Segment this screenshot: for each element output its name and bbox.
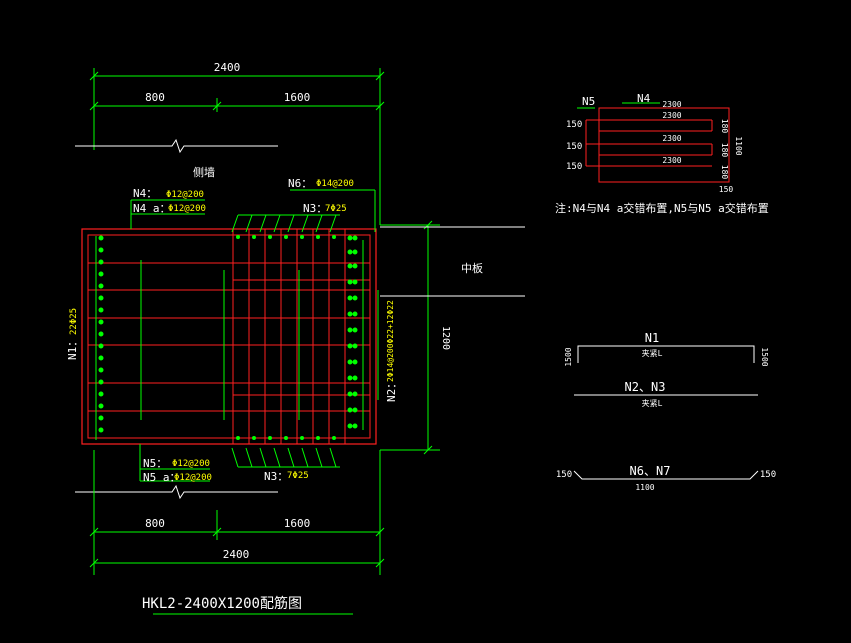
n67-shape-len: 1100 — [635, 483, 654, 492]
n1-shape-label: N1 — [645, 331, 659, 345]
detail-left3: 150 — [566, 162, 582, 172]
n5a-spec: Φ12@200 — [174, 473, 212, 483]
drawing-title: HKL2-2400X1200配筋图 — [142, 595, 302, 612]
detail-right2: 180 — [720, 143, 729, 158]
top-dimensions: 2400 800 1600 — [89, 61, 385, 225]
detail-n5-label: N5 — [582, 95, 595, 108]
n4-spec: Φ12@200 — [166, 190, 204, 200]
dim-top-right: 1600 — [284, 91, 311, 104]
n1-shape-right: 1500 — [760, 347, 769, 366]
detail-right1: 180 — [720, 119, 729, 134]
n67-shape-label: N6、N7 — [630, 464, 671, 478]
n3-bot-label: N3： — [264, 470, 288, 483]
dim-height: 1200 — [440, 326, 451, 350]
detail-left2: 150 — [566, 142, 582, 152]
n5a-label: N5 a： — [143, 471, 181, 484]
detail-len4: 2300 — [662, 156, 681, 165]
n23-shape-sub: 夹紧L — [642, 398, 663, 408]
n67-bar-shape — [573, 470, 759, 480]
n1-bar-shape — [577, 345, 755, 363]
dim-bot-left: 800 — [145, 517, 165, 530]
break-line-top — [75, 138, 278, 154]
n67-shape-left: 150 — [556, 470, 572, 480]
detail-right3: 180 — [720, 165, 729, 180]
n4a-label: N4 a： — [133, 202, 171, 215]
detail-len3: 2300 — [662, 134, 681, 143]
section-outline — [81, 228, 377, 445]
detail-len1: 2300 — [662, 100, 681, 109]
side-wall-label: 侧墙 — [193, 165, 215, 179]
horizontal-rebars — [88, 262, 370, 412]
dim-top-total: 2400 — [214, 61, 241, 74]
n3-bot-spec: 7Φ25 — [287, 471, 309, 481]
n4a-spec: Φ12@200 — [168, 204, 206, 214]
n3-top-spec: 7Φ25 — [325, 204, 347, 214]
top-bottom-rebar-dots — [236, 235, 336, 440]
vertical-rebars — [232, 229, 370, 444]
dim-top-left: 800 — [145, 91, 165, 104]
detail-len2: 2300 — [662, 111, 681, 120]
top-leaders — [130, 189, 376, 233]
detail-bottom: 150 — [719, 185, 734, 194]
section-stirrup — [87, 234, 371, 439]
n23-shape-label: N2、N3 — [625, 380, 666, 394]
n6-label: N6： — [288, 177, 312, 190]
n5-spec: Φ12@200 — [172, 459, 210, 469]
detail-height: 1100 — [734, 136, 743, 155]
bottom-leaders — [139, 444, 340, 482]
bottom-dimensions: 800 1600 2400 — [89, 450, 385, 575]
mid-slab-label: 中板 — [461, 261, 483, 275]
dim-bot-right: 1600 — [284, 517, 311, 530]
n1-shape-left: 1500 — [564, 347, 573, 366]
n2-spec: 2Φ14@200Φ22+12Φ22 — [386, 300, 395, 382]
detail-left1: 150 — [566, 120, 582, 130]
detail-note: 注:N4与N4 a交错布置,N5与N5 a交错布置 — [555, 201, 769, 215]
right-rebar-dots — [347, 235, 358, 429]
n4-n5-detail — [577, 102, 730, 183]
n1-shape-sub: 夹紧L — [642, 348, 663, 358]
height-dimension: 1200 — [380, 220, 451, 455]
n2-label: N2： — [385, 378, 398, 402]
left-rebar-dots — [98, 235, 104, 433]
n3-top-label: N3： — [303, 202, 327, 215]
n1-label: N1： — [66, 336, 79, 360]
n4-label: N4： — [133, 187, 157, 200]
n6-spec: Φ14@200 — [316, 179, 354, 189]
break-line-bottom — [75, 484, 278, 500]
n5-label: N5： — [143, 457, 167, 470]
detail-n4-label: N4 — [637, 92, 651, 105]
n1-spec: 22Φ25 — [69, 308, 79, 335]
dim-bot-total: 2400 — [223, 548, 250, 561]
tie-bars — [95, 236, 364, 440]
n67-shape-right: 150 — [760, 470, 776, 480]
